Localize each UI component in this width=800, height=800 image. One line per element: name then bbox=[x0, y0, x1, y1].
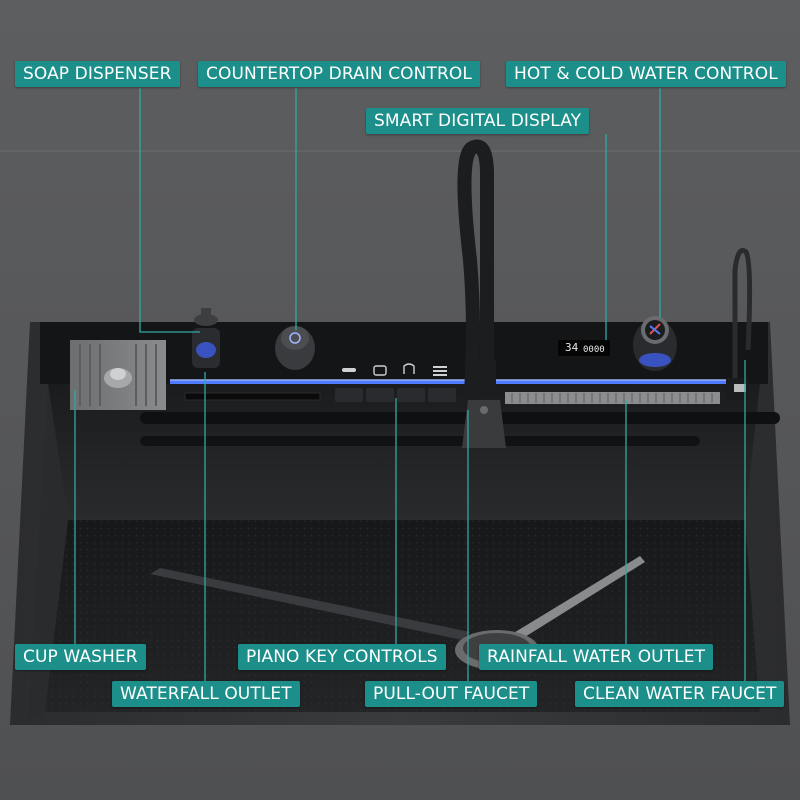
label-piano-key-controls: PIANO KEY CONTROLS bbox=[238, 644, 446, 670]
digital-display-panel bbox=[558, 340, 610, 356]
cup-washer bbox=[70, 340, 166, 410]
label-hot-cold-water-control: HOT & COLD WATER CONTROL bbox=[506, 61, 786, 87]
drain-groove-left bbox=[150, 568, 470, 640]
soap-dispenser bbox=[192, 308, 220, 368]
display-temperature: 34 bbox=[565, 341, 579, 354]
led-strip bbox=[170, 380, 730, 384]
display-reading: 0000 bbox=[583, 345, 605, 355]
clean-water-faucet bbox=[726, 248, 753, 400]
waterfall-outlet-slot bbox=[184, 392, 321, 401]
piano-key-panel bbox=[335, 388, 456, 402]
label-pull-out-faucet: PULL-OUT FAUCET bbox=[365, 681, 538, 707]
drain-control-knob bbox=[275, 326, 315, 370]
label-smart-digital-display: SMART DIGITAL DISPLAY bbox=[366, 108, 590, 134]
label-waterfall-outlet: WATERFALL OUTLET bbox=[112, 681, 300, 707]
label-rainfall-water-outlet: RAINFALL WATER OUTLET bbox=[479, 644, 714, 670]
label-clean-water-faucet: CLEAN WATER FAUCET bbox=[575, 681, 785, 707]
hot-cold-knob bbox=[633, 316, 677, 371]
label-cup-washer: CUP WASHER bbox=[15, 644, 146, 670]
label-countertop-drain-control: COUNTERTOP DRAIN CONTROL bbox=[198, 61, 480, 87]
pull-out-faucet bbox=[457, 139, 506, 448]
rainfall-outlet-bar bbox=[505, 392, 720, 404]
drain-groove-right bbox=[512, 556, 645, 640]
label-soap-dispenser: SOAP DISPENSER bbox=[15, 61, 180, 87]
